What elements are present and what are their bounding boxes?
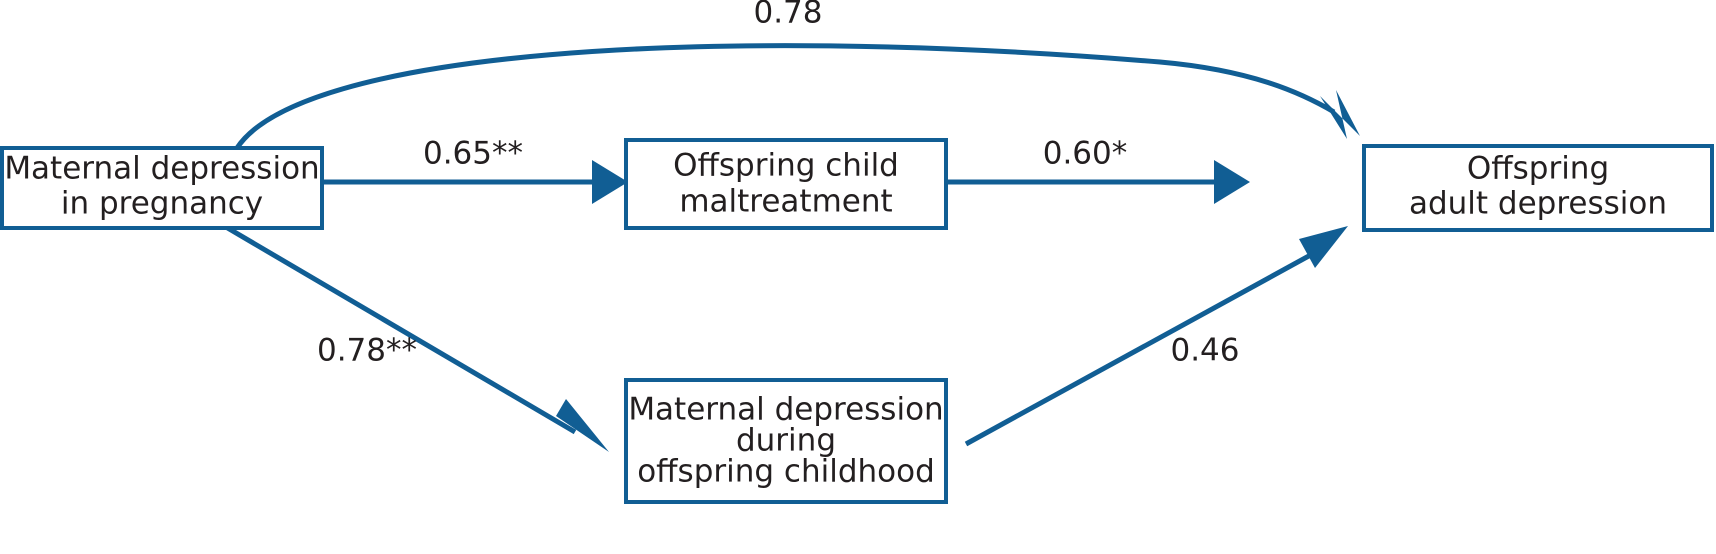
line-pregnancy-childhood xyxy=(212,217,577,435)
arrow-head-pregnancy-adult xyxy=(1320,90,1360,139)
edge-pregnancy-to-adult-depression: 0.78 xyxy=(234,0,1360,150)
node-box-offspring-adult-depression[interactable] xyxy=(1362,144,1714,232)
line-childhood-adult xyxy=(964,243,1329,447)
edge-pregnancy-to-maltreatment: 0.65** xyxy=(322,136,628,204)
node-label-maternal-depression-childhood-line1: Maternal depression xyxy=(628,392,943,428)
node-box-maternal-depression-pregnancy[interactable] xyxy=(0,146,324,230)
arrow-head-childhood-adult xyxy=(1299,226,1348,268)
node-box-offspring-child-maltreatment[interactable] xyxy=(624,138,948,230)
node-label-maternal-depression-pregnancy-line1: Maternal depression xyxy=(4,151,319,187)
edge-maltreatment-to-adult-depression: 0.60* xyxy=(946,136,1250,204)
node-label-offspring-adult-depression-line2: adult depression xyxy=(1409,186,1667,222)
arrow-head-pregnancy-maltreatment xyxy=(592,160,628,204)
edge-label-pregnancy-maltreatment: 0.65** xyxy=(423,136,523,172)
arrow-head-pregnancy-childhood xyxy=(556,399,609,452)
node-label-maternal-depression-pregnancy-line2: in pregnancy xyxy=(61,186,263,222)
edge-label-pregnancy-childhood: 0.78** xyxy=(317,333,417,369)
edge-label-maltreatment-adult: 0.60* xyxy=(1043,136,1128,172)
node-maternal-depression-childhood[interactable]: Maternal depression during offspring chi… xyxy=(624,378,948,504)
edge-childhood-depression-to-adult-depression: 0.46 xyxy=(964,226,1348,447)
curve-line-pregnancy-adult xyxy=(234,43,1336,150)
node-label-offspring-child-maltreatment-line1: Offspring child xyxy=(673,148,899,184)
node-label-offspring-child-maltreatment-line2: maltreatment xyxy=(679,184,892,220)
node-offspring-adult-depression[interactable]: Offspring adult depression xyxy=(1362,144,1714,232)
node-maternal-depression-pregnancy[interactable]: Maternal depression in pregnancy xyxy=(0,146,324,230)
node-label-maternal-depression-childhood-line2: during xyxy=(736,423,836,459)
node-offspring-child-maltreatment[interactable]: Offspring child maltreatment xyxy=(624,138,948,230)
edge-label-pregnancy-adult: 0.78 xyxy=(753,0,822,31)
edge-label-childhood-adult: 0.46 xyxy=(1170,333,1239,369)
node-label-offspring-adult-depression-line1: Offspring xyxy=(1467,151,1609,187)
edge-pregnancy-to-childhood-depression: 0.78** xyxy=(212,217,609,452)
node-box-maternal-depression-childhood[interactable] xyxy=(624,378,948,504)
node-label-maternal-depression-childhood-line3: offspring childhood xyxy=(637,454,935,490)
arrow-head-maltreatment-adult xyxy=(1214,160,1250,204)
